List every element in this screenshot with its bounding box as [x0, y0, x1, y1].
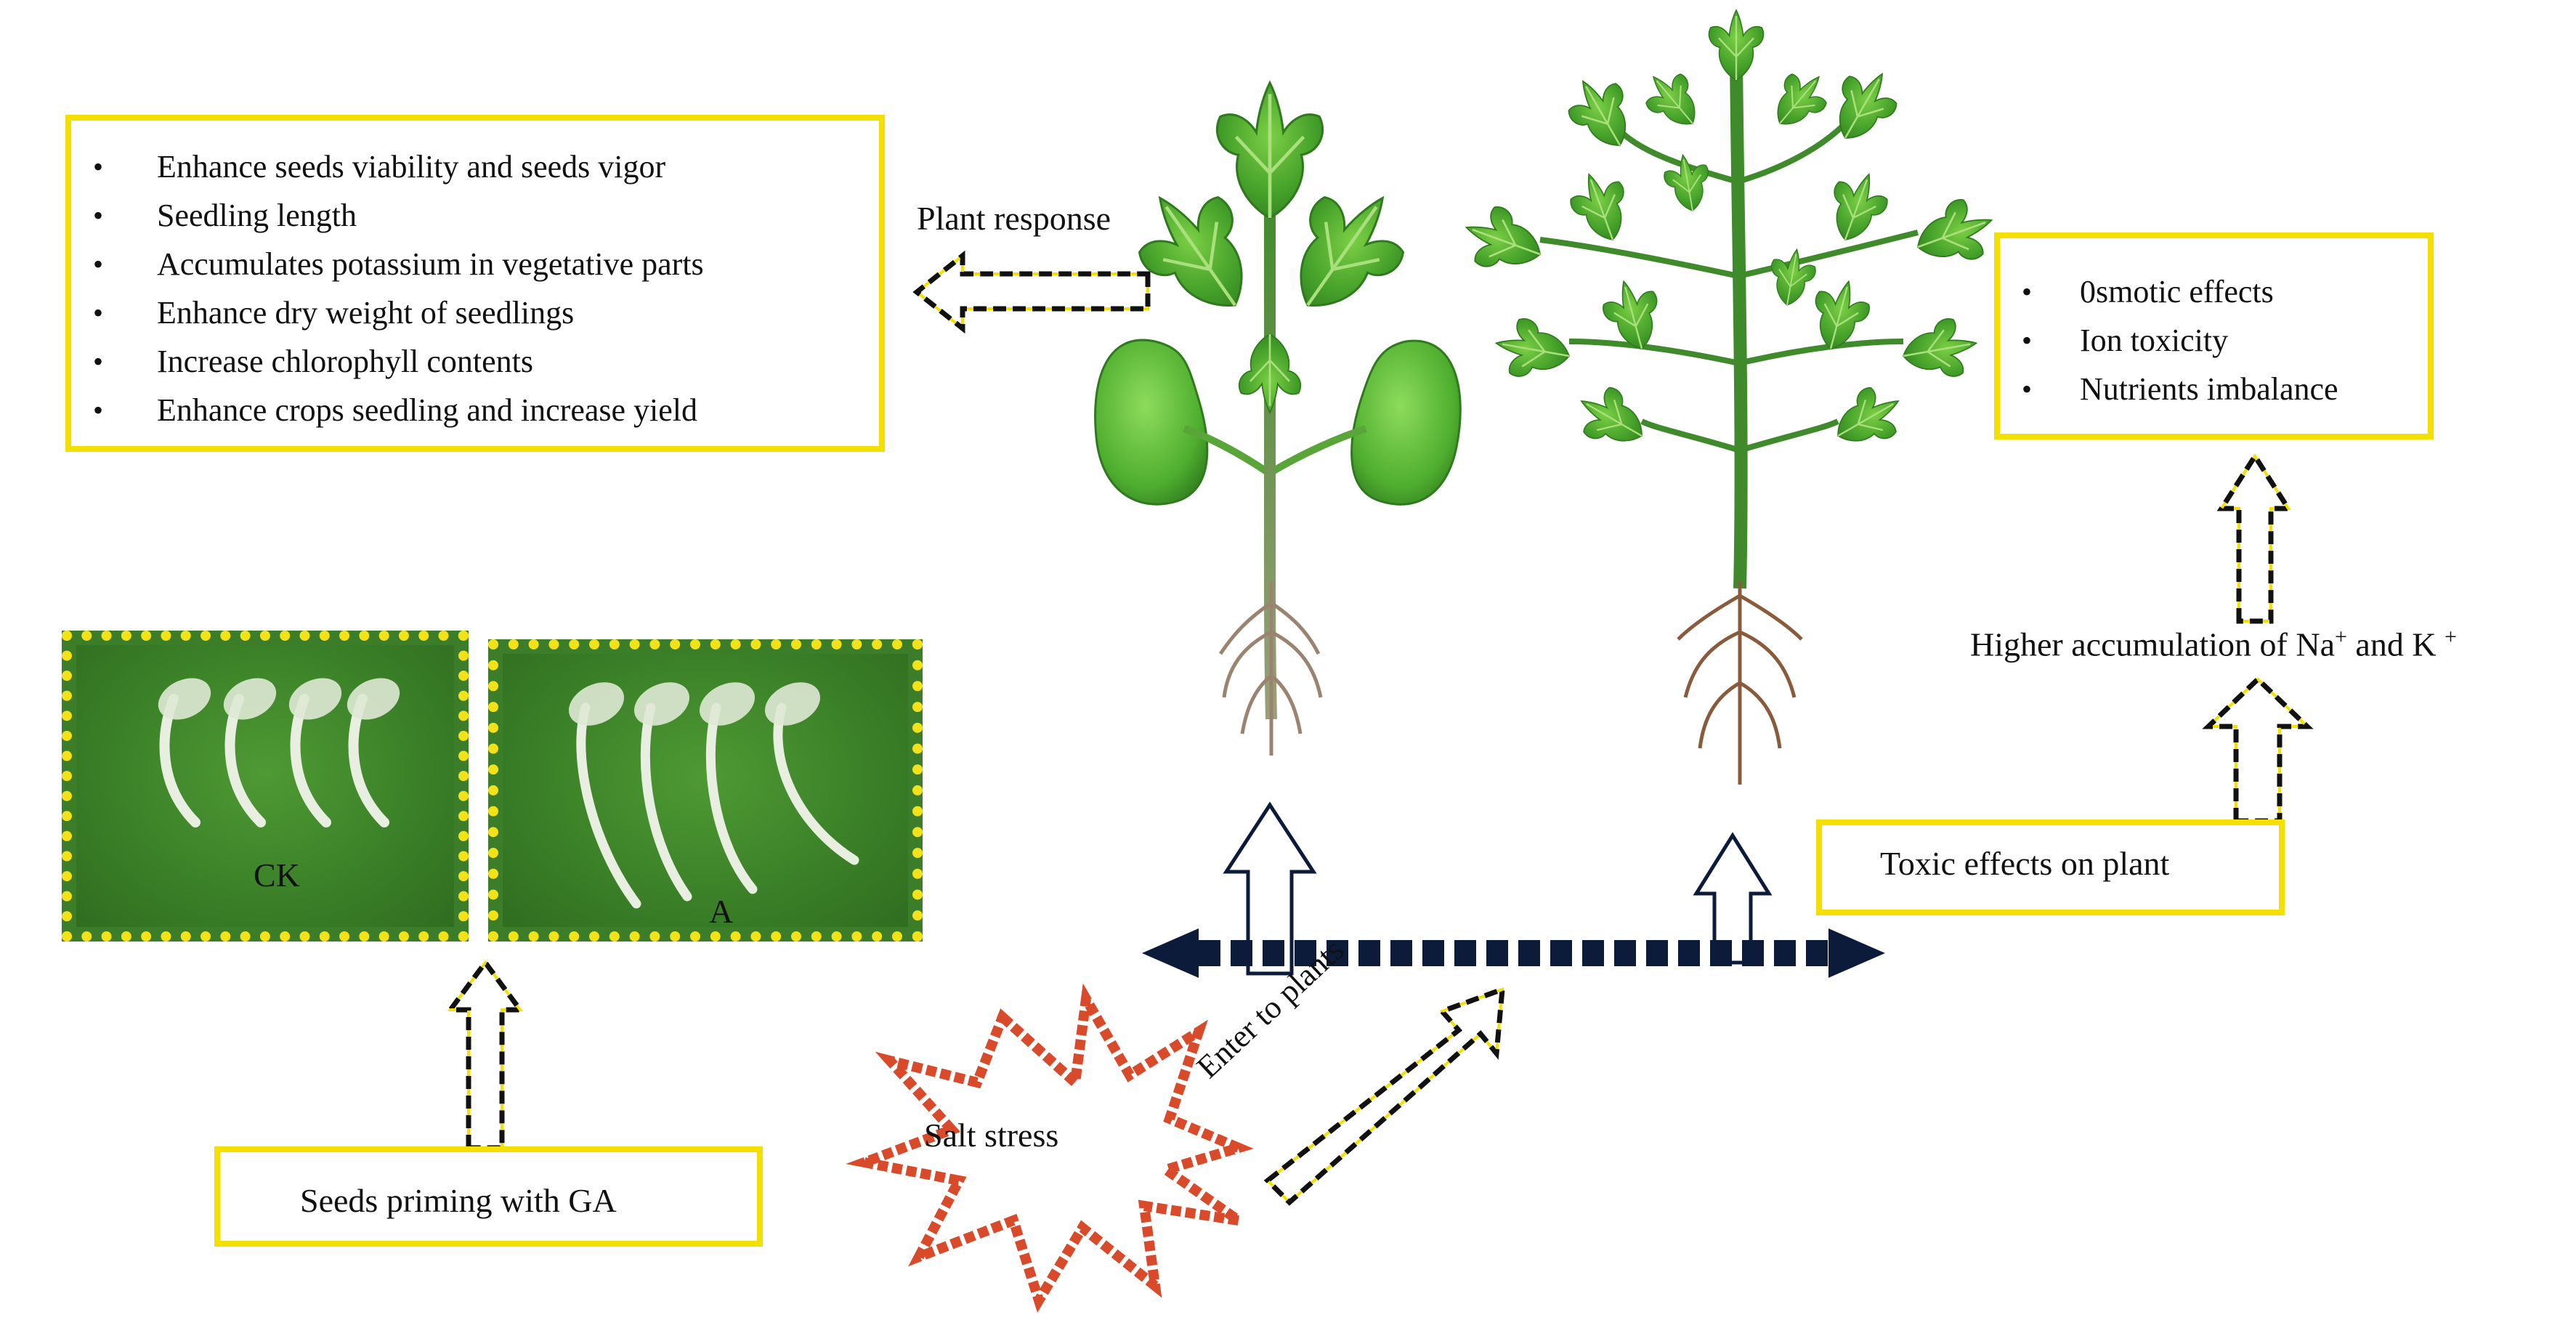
k-superscript: + [2445, 625, 2457, 649]
accumulation-text: Higher accumulation of Na [1970, 625, 2335, 663]
mature-plant [1454, 9, 2004, 785]
toxic-effects-box: Toxic effects on plant [1816, 819, 2285, 915]
plant-response-box: Enhance seeds viability and seeds vigor … [65, 115, 885, 452]
seeds-priming-label: Seeds priming with GA [300, 1182, 617, 1219]
salt-stress-label: Salt stress [924, 1117, 1059, 1154]
seedling-photo-ga: A [488, 639, 923, 942]
list-item: Enhance seeds viability and seeds vigor [71, 142, 879, 191]
salt-stress-burst [846, 983, 1254, 1313]
list-item: Ion toxicity [2000, 316, 2428, 365]
accumulation-label: Higher accumulation of Na+ and K + [1970, 626, 2457, 661]
list-item: Accumulates potassium in vegetative part… [71, 240, 879, 288]
toxic-outcomes-list: 0smotic effects Ion toxicity Nutrients i… [2000, 238, 2428, 413]
seedling-photo-control: CK [62, 631, 469, 942]
plant-response-arrow [912, 250, 1151, 334]
list-item: Increase chlorophyll contents [71, 337, 879, 386]
accumulation-up-arrow [2216, 451, 2293, 624]
photo-label-a: A [709, 893, 734, 930]
seeds-priming-box: Seeds priming with GA [214, 1146, 763, 1247]
list-item: Enhance crops seedling and increase yiel… [71, 386, 879, 434]
seedling-plant [1094, 83, 1462, 756]
plant-response-list: Enhance seeds viability and seeds vigor … [71, 121, 879, 434]
priming-up-arrow [445, 958, 525, 1151]
list-item: Enhance dry weight of seedlings [71, 288, 879, 337]
list-item: Nutrients imbalance [2000, 365, 2428, 413]
double-arrow [1142, 928, 1885, 978]
plant-response-label: Plant response [917, 200, 1111, 237]
accumulation-mid: and K [2346, 625, 2437, 663]
photo-label-ck: CK [254, 857, 300, 894]
list-item: 0smotic effects [2000, 267, 2428, 316]
enter-arrow [1263, 985, 1505, 1206]
seedling-up-arrow [1223, 801, 1317, 976]
toxic-effects-label: Toxic effects on plant [1880, 845, 2170, 882]
list-item: Seedling length [71, 191, 879, 240]
toxic-outcomes-box: 0smotic effects Ion toxicity Nutrients i… [1994, 232, 2434, 440]
na-superscript: + [2334, 625, 2347, 649]
